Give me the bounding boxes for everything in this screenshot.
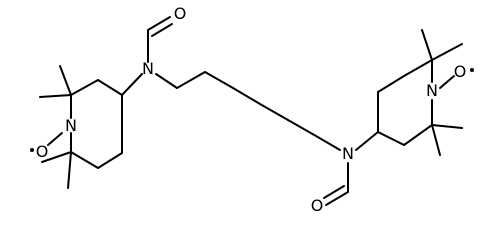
bond-left-c2-me-a	[59, 65, 72, 96]
bond-lines	[39, 16, 463, 206]
bond-right-c1-me-a	[421, 29, 433, 61]
bond-left-c6-me-b	[67, 151, 72, 189]
molecule-svg: O N N O O N N O	[30, 4, 474, 215]
left-formyl-oxygen: O	[174, 4, 187, 23]
atom-labels: O N N O O N N O	[36, 4, 467, 215]
bond-chain-2	[176, 71, 206, 89]
bond-right-c1-me-b	[431, 43, 463, 61]
bond-right-c6-me-a	[431, 124, 463, 129]
left-radical-oxygen: O	[36, 142, 49, 161]
bond-chain-6	[287, 119, 317, 137]
left-ring-nitrogen: N	[65, 116, 77, 135]
bond-right-ring-c5-c4	[377, 131, 405, 146]
bond-chain-5	[259, 103, 289, 121]
bond-chain-4	[232, 87, 261, 105]
right-amide-nitrogen: N	[342, 144, 354, 163]
left-amide-nitrogen: N	[142, 59, 154, 78]
bond-left-ring-c3-c2	[70, 79, 99, 96]
radical-dots	[30, 68, 474, 152]
bond-left-c2-me-b	[39, 94, 72, 98]
bond-left-n-ring-c4	[121, 73, 143, 96]
bond-right-ring-c6-c5	[403, 124, 433, 146]
bond-right-formyl-c-o-2	[323, 185, 345, 199]
right-radical-dot	[470, 68, 474, 72]
bond-left-formyl-c-o-2	[151, 23, 173, 37]
bond-left-ring-c6-c5	[70, 151, 99, 169]
bond-right-c6-me-b	[431, 124, 441, 156]
bond-left-c6-me-a	[41, 151, 72, 163]
bond-left-ring-c4-c3	[97, 79, 123, 96]
right-radical-oxygen: O	[454, 62, 467, 81]
bond-left-formyl-c-o-1	[147, 16, 171, 31]
right-formyl-oxygen: O	[311, 196, 324, 215]
bond-left-n-o	[47, 132, 63, 146]
bond-right-ring-c3-c2	[377, 75, 405, 93]
bond-right-ring-c2-c1	[403, 59, 433, 77]
bond-chain-3	[204, 71, 234, 89]
right-ring-nitrogen: N	[426, 81, 438, 100]
bond-chain-7	[315, 135, 341, 151]
bond-right-n-o	[439, 75, 455, 89]
bond-left-ring-c5-c4	[97, 152, 123, 169]
bond-right-formyl-c-o-1	[325, 191, 349, 206]
molecule-diagram: O N N O O N N O	[30, 4, 474, 215]
bond-right-n-ring-c4	[355, 131, 379, 151]
left-radical-dot	[30, 148, 34, 152]
bond-chain-1	[155, 73, 178, 89]
